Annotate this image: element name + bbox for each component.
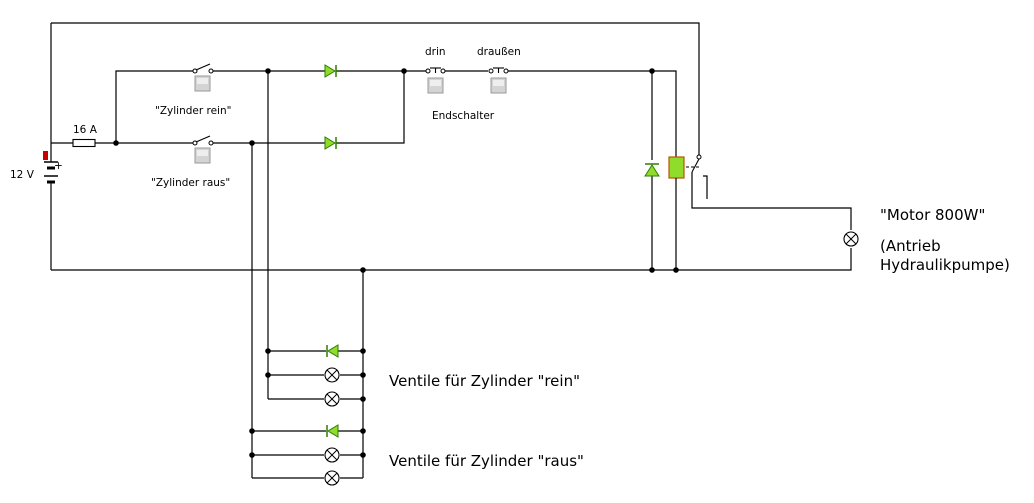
valves-rein-label: Ventile für Zylinder "rein" xyxy=(389,372,580,390)
diode-top xyxy=(324,64,337,78)
valve-wires xyxy=(251,71,364,479)
valve-lamp-raus-2 xyxy=(324,470,340,486)
valves-raus-label: Ventile für Zylinder "raus" xyxy=(389,452,584,470)
valve-diode-raus xyxy=(326,424,339,438)
endswitch-drin[interactable] xyxy=(425,67,446,94)
endswitch-group-label: Endschalter xyxy=(432,110,495,122)
valve-lamp-rein-2 xyxy=(324,391,340,407)
motor-label-3: Hydraulikpumpe) xyxy=(880,256,1010,274)
battery-label: 12 V xyxy=(10,169,35,181)
switch-raus-label: "Zylinder raus" xyxy=(151,177,230,189)
fuse xyxy=(51,138,116,148)
endswitch-drin-label: drin xyxy=(425,46,446,58)
fuse-label: 16 A xyxy=(73,124,98,136)
switch-rein-label: "Zylinder rein" xyxy=(155,105,231,117)
diode-bottom xyxy=(324,136,337,150)
switch-zylinder-raus[interactable] xyxy=(192,135,214,164)
motor-lamp xyxy=(843,231,859,247)
motor-label-2: (Antrieb xyxy=(880,237,941,255)
junction-dots xyxy=(113,68,679,458)
valve-lamp-rein-1 xyxy=(324,367,340,383)
main-wires xyxy=(50,22,852,271)
switch-zylinder-rein[interactable] xyxy=(192,63,214,92)
battery-marker xyxy=(43,151,48,160)
freewheel-diode xyxy=(644,163,660,177)
motor-label-1: "Motor 800W" xyxy=(880,206,985,224)
battery-plus: + xyxy=(54,160,63,172)
relay-coil xyxy=(668,156,685,179)
valve-diode-rein xyxy=(326,344,339,358)
relay-contact xyxy=(686,154,708,199)
endswitch-draussen[interactable] xyxy=(488,67,509,94)
valve-lamp-raus-1 xyxy=(324,447,340,463)
endswitch-draussen-label: draußen xyxy=(477,46,521,58)
battery xyxy=(43,143,58,192)
